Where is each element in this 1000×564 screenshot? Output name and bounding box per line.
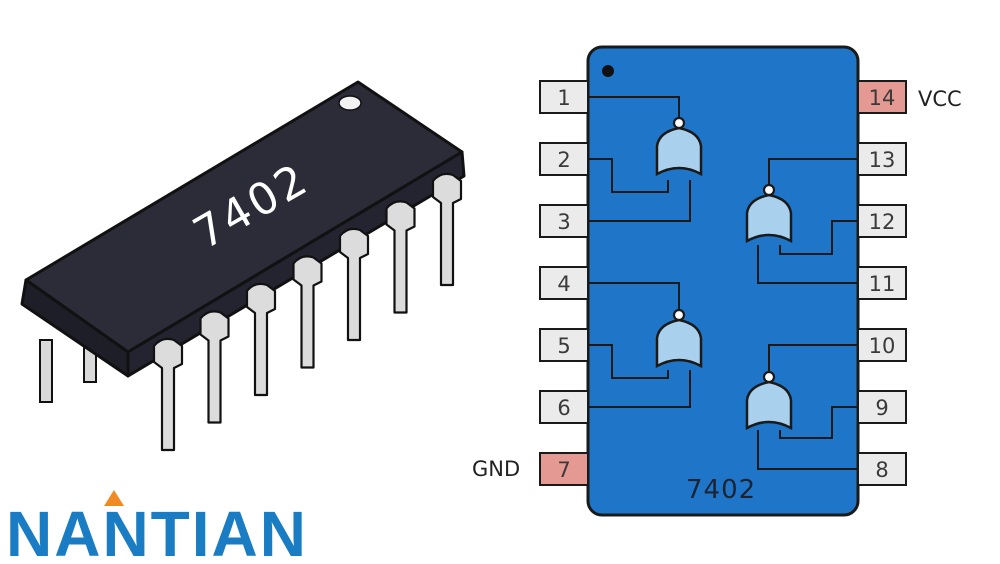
pin-number-label: 6 [557, 396, 570, 420]
wire [588, 180, 691, 222]
package-lead [385, 200, 416, 314]
package-lead [199, 310, 230, 424]
pin1-indicator-dot [602, 65, 614, 77]
pin-number-label: 14 [869, 86, 896, 110]
pin-8: 8 [857, 452, 907, 486]
package-lead [292, 255, 323, 369]
wire [588, 282, 680, 310]
pin-number-label: 13 [869, 148, 896, 172]
nor-gate [745, 183, 793, 244]
pin-13: 13 [857, 142, 907, 176]
pin-9: 9 [857, 390, 907, 424]
dip-package-illustration: 7402 [20, 80, 466, 452]
wire [757, 430, 858, 470]
pin-4: 4 [539, 266, 589, 300]
nor-gate [745, 370, 793, 431]
pin-number-label: 2 [557, 148, 570, 172]
vcc-label: VCC [918, 87, 962, 111]
pin-11: 11 [857, 266, 907, 300]
wire [768, 158, 858, 185]
gnd-label: GND [472, 457, 520, 481]
front-leads [152, 172, 463, 452]
chip-body [586, 45, 860, 517]
wire [757, 245, 858, 284]
package-lead [431, 172, 463, 287]
pin-number-label: 7 [557, 458, 570, 482]
nor-gate [655, 116, 703, 177]
nor-gate [655, 308, 703, 369]
wire [779, 220, 858, 255]
pin-7: 7 [539, 452, 589, 486]
pin-5: 5 [539, 328, 589, 362]
package-lead [245, 282, 277, 397]
pin-number-label: 10 [869, 334, 896, 358]
pin-number-label: 12 [869, 210, 896, 234]
pinout-chip-label: 7402 [686, 475, 756, 505]
pin-number-label: 11 [869, 272, 896, 296]
brand-logo: NANTIAN [6, 490, 308, 564]
wire [588, 370, 691, 408]
pin-number-label: 1 [557, 86, 570, 110]
pin-number-label: 5 [557, 334, 570, 358]
pin-10: 10 [857, 328, 907, 362]
pin-number-label: 8 [875, 458, 888, 482]
pin-12: 12 [857, 204, 907, 238]
internal-wiring [588, 96, 858, 470]
wire [768, 344, 858, 372]
pin-3: 3 [539, 204, 589, 238]
pin-14: 14 [857, 80, 907, 114]
pin-number-label: 9 [875, 396, 888, 420]
orientation-notch-dot [338, 95, 362, 111]
wire [779, 406, 858, 439]
wire [588, 158, 669, 193]
logo-text: NANTIAN [6, 498, 308, 564]
wire [588, 344, 669, 379]
nor-gates [655, 116, 793, 431]
wire [588, 96, 680, 118]
pin-6: 6 [539, 390, 589, 424]
package-lead [152, 337, 184, 452]
package-lead [338, 227, 370, 342]
logo-accent-triangle [104, 490, 124, 506]
pin-2: 2 [539, 142, 589, 176]
pin-number-label: 4 [557, 272, 570, 296]
pin-1: 1 [539, 80, 589, 114]
pin-number-label: 3 [557, 210, 570, 234]
